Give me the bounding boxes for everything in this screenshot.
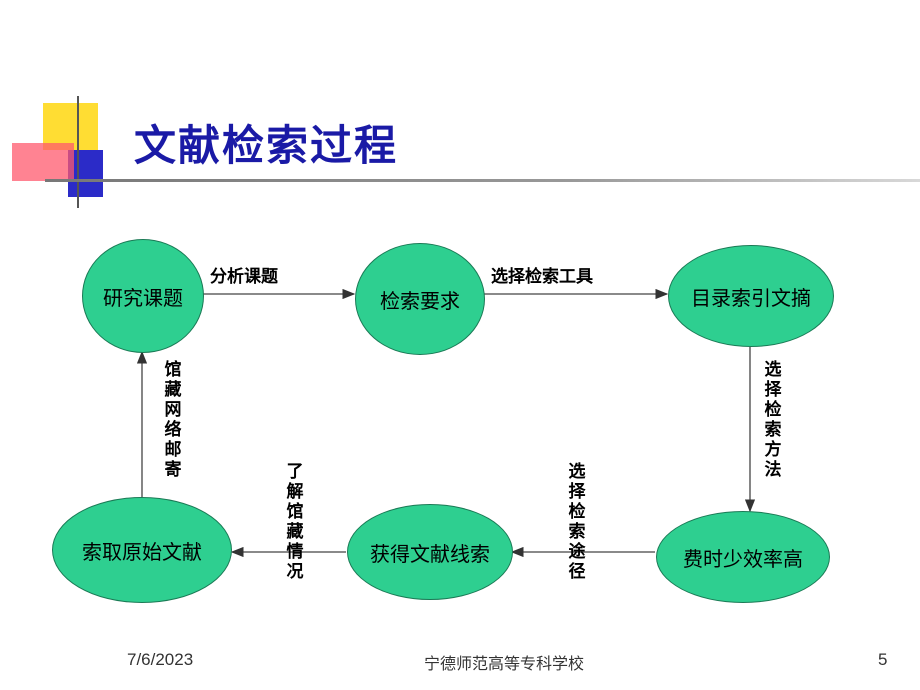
edge-label-understand-collection: 了解馆藏情况 <box>286 462 304 582</box>
node-catalog-index-label: 目录索引文摘 <box>691 285 811 310</box>
edge-label-choose-routes: 选择检索途径 <box>568 462 586 582</box>
logo-yellow-block <box>43 103 98 150</box>
slide-title: 文献检索过程 <box>134 121 399 170</box>
footer-school: 宁德师范高等专科学校 <box>424 654 585 673</box>
node-efficient: 费时少效率高 <box>656 511 830 603</box>
footer-date: 7/6/2023 <box>127 650 194 669</box>
node-efficient-label: 费时少效率高 <box>683 546 803 571</box>
node-obtain-original: 索取原始文献 <box>52 497 232 603</box>
node-catalog-index: 目录索引文摘 <box>668 245 834 347</box>
node-clues-label: 获得文献线索 <box>370 541 490 566</box>
node-search-requirements-label: 检索要求 <box>380 288 460 313</box>
node-search-requirements: 检索要求 <box>355 243 485 355</box>
logo-pink-block <box>12 143 74 181</box>
edge-label-collection-network: 馆藏网络邮寄 <box>164 360 182 480</box>
edge-label-analyze-topic: 分析课题 <box>210 267 278 287</box>
edge-label-choose-methods: 选择检索方法 <box>764 360 782 480</box>
footer-page-number: 5 <box>878 650 888 669</box>
edge-label-choose-tools: 选择检索工具 <box>491 267 593 287</box>
logo-vertical-line <box>77 96 79 208</box>
node-clues: 获得文献线索 <box>347 504 513 600</box>
node-research-topic-label: 研究课题 <box>103 285 183 310</box>
node-research-topic: 研究课题 <box>82 239 204 353</box>
title-underline <box>45 179 920 182</box>
node-obtain-original-label: 索取原始文献 <box>82 539 202 564</box>
